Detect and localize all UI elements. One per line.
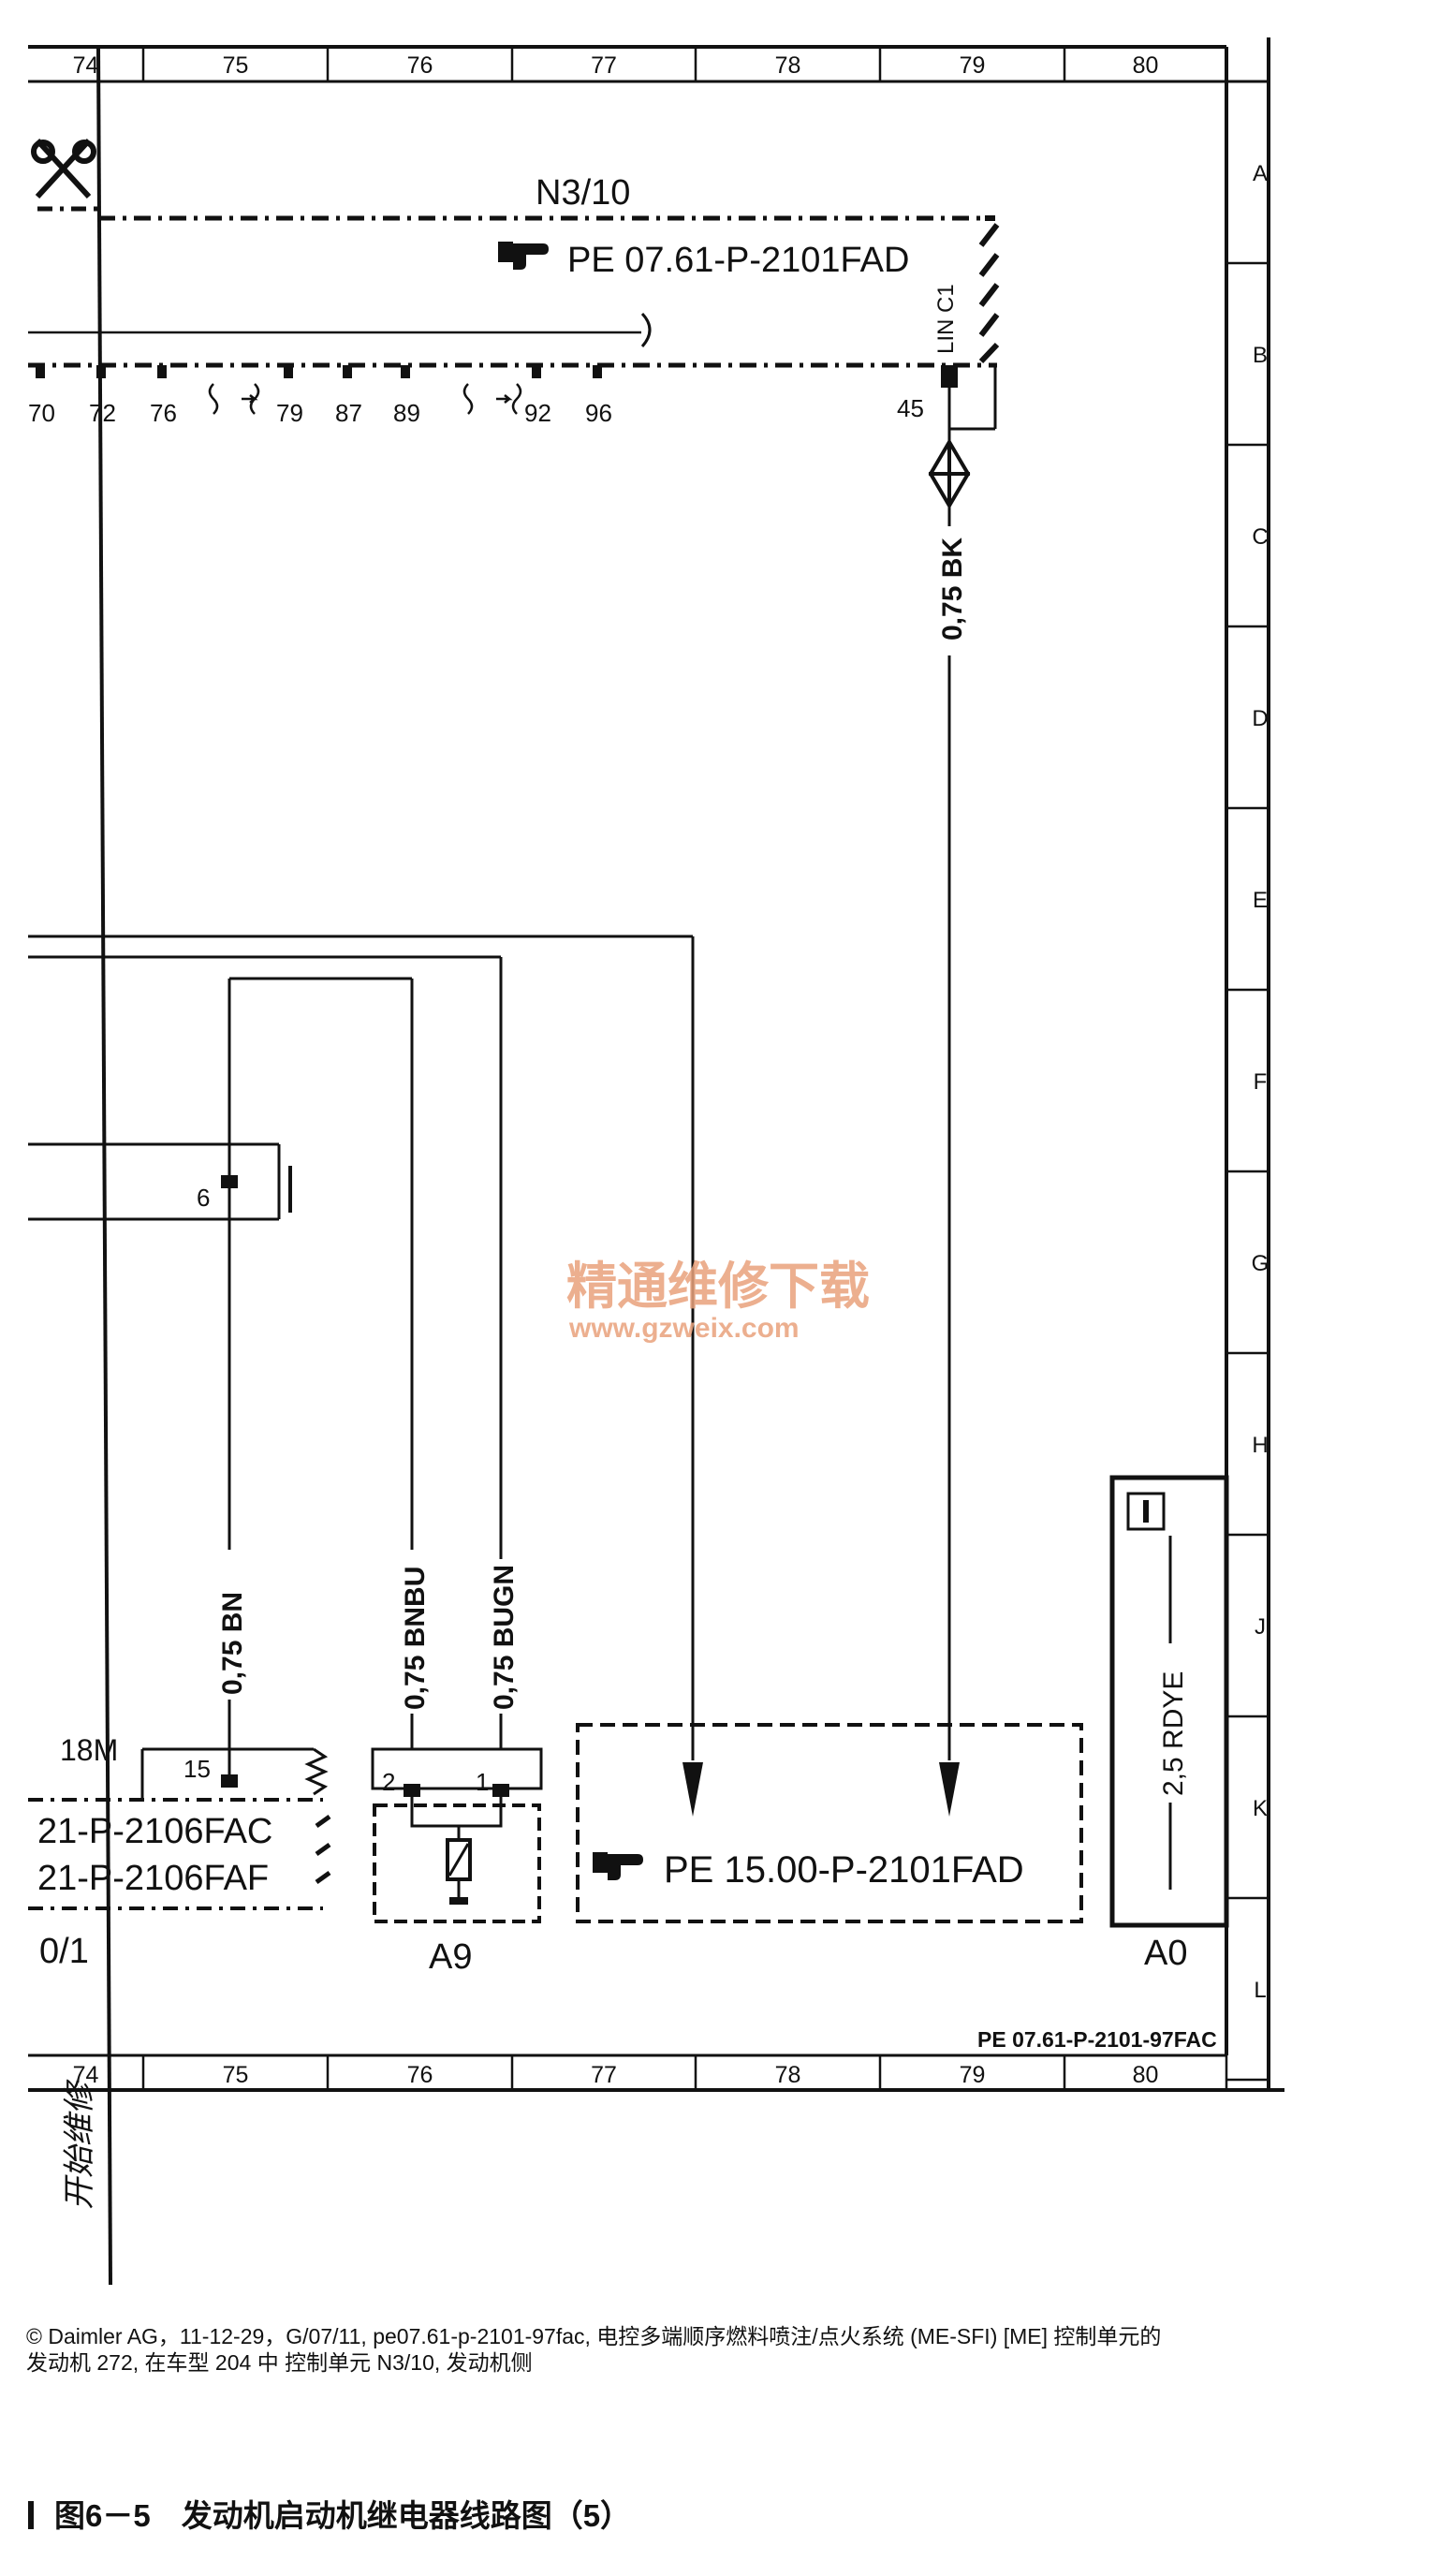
wire-label-bn: 0,75 BN <box>217 1592 248 1695</box>
caption-line-1: © Daimler AG，11-12-29，G/07/11, pe07.61-p… <box>26 2324 1162 2348</box>
wave-break-symbols <box>208 383 522 415</box>
column-label: 80 <box>1133 52 1159 79</box>
pin-number: 79 <box>276 399 303 427</box>
row-label: H <box>1252 1433 1268 1458</box>
wire-label-bugn: 0,75 BUGN <box>489 1565 520 1710</box>
pin-terminal <box>593 365 602 378</box>
row-label: L <box>1254 1978 1266 2003</box>
pin-number: 89 <box>393 399 420 427</box>
row-label: K <box>1253 1796 1268 1821</box>
pin-number: 96 <box>585 399 612 427</box>
column-label: 79 <box>960 52 986 79</box>
column-label: 74 <box>73 52 99 79</box>
reference-hand-icon <box>498 242 549 270</box>
column-label: 75 <box>223 2062 249 2088</box>
component-a0-name: A0 <box>1144 1934 1187 1973</box>
column-label: 75 <box>223 52 249 79</box>
connector-6-pin: 6 <box>197 1184 210 1212</box>
control-unit-n3-10: N3/10 PE 07.61-P-2101FAD 70 72 76 79 87 89 92 9… <box>28 173 1000 431</box>
wire-feed-reference <box>28 935 695 1760</box>
wire-bk: 0,75 BK <box>928 429 971 1817</box>
component-a9: 2 1 A9 <box>371 1747 543 1977</box>
caption-line-2: 发动机 272, 在车型 204 中 控制单元 N3/10, 发动机侧 <box>26 2350 533 2375</box>
control-unit-reference: PE 07.61-P-2101FAD <box>567 241 909 280</box>
left-margin-line <box>96 46 112 2286</box>
column-label: 79 <box>960 2062 986 2088</box>
shield-hatching <box>978 215 1000 364</box>
lin-bus-label: LIN C1 <box>933 284 959 354</box>
reference-hand-icon <box>593 1852 643 1880</box>
drawing-frame <box>28 37 1284 2092</box>
row-label: F <box>1254 1069 1268 1095</box>
pin-terminal <box>343 365 352 378</box>
component-18m: 18M 15 21-P-2106FAC 21-P-2106FAF 0/1 <box>28 1733 331 1971</box>
pin-terminal <box>532 365 541 378</box>
wire-label-bnbu: 0,75 BNBU <box>400 1567 431 1710</box>
component-18m-label: 18M <box>60 1733 118 1767</box>
a9-pin-left: 2 <box>382 1768 395 1796</box>
pin-number: 70 <box>28 399 55 427</box>
pin-number: 76 <box>150 399 177 427</box>
a9-pin-right: 1 <box>476 1768 489 1796</box>
pin-number: 92 <box>524 399 551 427</box>
column-label: 78 <box>775 52 801 79</box>
lin-pin-number: 45 <box>897 394 924 422</box>
pin-terminal <box>284 365 293 378</box>
component-18m-pin: 15 <box>183 1755 211 1783</box>
pin-terminal <box>157 365 167 378</box>
column-label: 77 <box>591 2062 617 2088</box>
column-label: 80 <box>1133 2062 1159 2088</box>
row-index: A B C D E F G H J K L <box>1226 161 1270 2082</box>
column-index-bottom: 74 75 76 77 78 79 80 <box>73 2055 1228 2090</box>
row-label: E <box>1253 888 1268 913</box>
figure-title: 图6－5 发动机启动机继电器线路图（5） <box>28 2491 631 2536</box>
row-label: D <box>1252 706 1268 731</box>
wire-bn-bnbu-loop <box>227 977 414 1550</box>
scissors-icon <box>31 138 96 199</box>
wire-label-rdye: 2,5 RDYE <box>1158 1671 1189 1796</box>
wire-label-bk: 0,75 BK <box>937 537 968 640</box>
side-note: 开始维修 <box>62 2079 97 2210</box>
pin-number: 72 <box>89 399 116 427</box>
title-bar-marker <box>28 2501 34 2529</box>
pin-terminal <box>96 365 106 378</box>
row-label: J <box>1255 1614 1266 1640</box>
drawing-number: PE 07.61-P-2101-97FAC <box>977 2027 1217 2052</box>
watermark-text: 精通维修下载 <box>566 1259 870 1315</box>
pin-number: 87 <box>335 399 362 427</box>
component-18m-ref1: 21-P-2106FAC <box>37 1812 272 1851</box>
control-unit-pins: 70 72 76 79 87 89 92 96 <box>28 365 612 427</box>
column-label: 78 <box>775 2062 801 2088</box>
column-label: 77 <box>591 52 617 79</box>
column-label: 74 <box>73 2062 99 2088</box>
lamp-icon <box>1126 1492 1166 1531</box>
watermark-url: www.gzweix.com <box>568 1313 800 1344</box>
component-a0: 2,5 RDYE A0 <box>1109 1475 1229 1973</box>
column-label: 76 <box>407 52 433 79</box>
component-18m-name: 0/1 <box>39 1932 89 1971</box>
component-a9-name: A9 <box>429 1937 472 1977</box>
reference-box: PE 15.00-P-2101FAD <box>576 1723 1083 1923</box>
column-label: 76 <box>407 2062 433 2088</box>
row-label: A <box>1253 161 1268 186</box>
pin-terminal <box>36 365 45 378</box>
figure-title-text: 图6－5 发动机启动机继电器线路图（5） <box>54 2498 632 2533</box>
component-18m-ref2: 21-P-2106FAF <box>37 1859 269 1898</box>
reference-box-text: PE 15.00-P-2101FAD <box>664 1849 1024 1891</box>
row-label: B <box>1253 343 1268 368</box>
control-unit-name: N3/10 <box>536 173 630 213</box>
row-label: C <box>1252 524 1268 550</box>
connector-6: 6 <box>28 1142 292 1550</box>
column-index-top: 74 75 76 77 78 79 80 <box>73 47 1228 81</box>
pin-terminal <box>401 365 410 378</box>
row-label: G <box>1252 1251 1270 1276</box>
